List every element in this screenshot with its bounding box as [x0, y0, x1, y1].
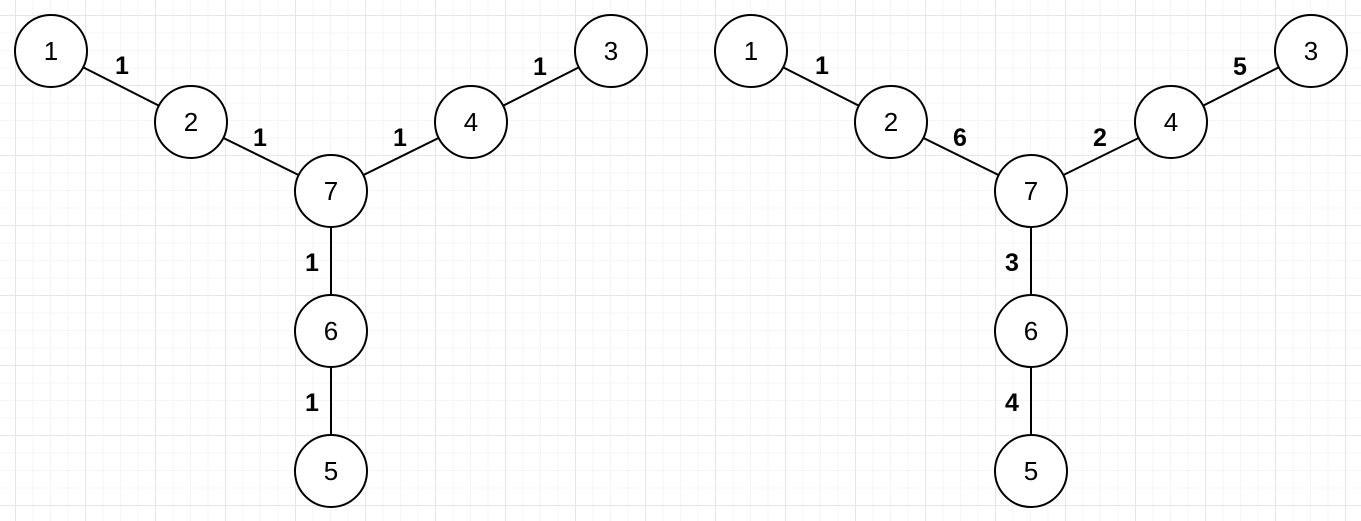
node-circle-2[interactable] — [154, 85, 228, 159]
graph-node-7[interactable]: 7 — [294, 154, 368, 228]
graph-node-7[interactable]: 7 — [994, 154, 1068, 228]
edge-weight-label-2-7[interactable]: 6 — [953, 124, 967, 152]
node-circle-5[interactable] — [994, 434, 1068, 508]
graph-node-2[interactable]: 2 — [154, 85, 228, 159]
node-circle-4[interactable] — [434, 85, 508, 159]
node-circle-7[interactable] — [994, 154, 1068, 228]
node-circle-7[interactable] — [294, 154, 368, 228]
edge-weight-label-4-3[interactable]: 5 — [1233, 53, 1247, 81]
graph-node-5[interactable]: 5 — [994, 434, 1068, 508]
edge-weight-label-6-5[interactable]: 1 — [305, 389, 319, 417]
graph-node-2[interactable]: 2 — [854, 85, 928, 159]
graph-node-6[interactable]: 6 — [994, 294, 1068, 368]
node-circle-1[interactable] — [14, 14, 88, 88]
node-circle-1[interactable] — [714, 14, 788, 88]
edge-weight-label-7-4[interactable]: 1 — [393, 124, 407, 152]
node-circle-3[interactable] — [1274, 14, 1348, 88]
node-circle-3[interactable] — [574, 14, 648, 88]
edge-weight-label-1-2[interactable]: 1 — [115, 52, 129, 80]
node-circle-2[interactable] — [854, 85, 928, 159]
edge-weight-label-7-6[interactable]: 1 — [305, 249, 319, 277]
graph-node-1[interactable]: 1 — [714, 14, 788, 88]
graph-node-6[interactable]: 6 — [294, 294, 368, 368]
edge-weight-label-7-4[interactable]: 2 — [1093, 124, 1107, 152]
graph-node-3[interactable]: 3 — [574, 14, 648, 88]
edge-weight-label-4-3[interactable]: 1 — [533, 53, 547, 81]
edge-weight-label-7-6[interactable]: 3 — [1005, 249, 1019, 277]
graph-node-4[interactable]: 4 — [434, 85, 508, 159]
graph-node-1[interactable]: 1 — [14, 14, 88, 88]
node-circle-5[interactable] — [294, 434, 368, 508]
node-circle-4[interactable] — [1134, 85, 1208, 159]
edge-weight-label-2-7[interactable]: 1 — [253, 124, 267, 152]
edge-weight-label-1-2[interactable]: 1 — [815, 52, 829, 80]
edge-weight-label-6-5[interactable]: 4 — [1005, 389, 1019, 417]
node-circle-6[interactable] — [994, 294, 1068, 368]
graph-node-3[interactable]: 3 — [1274, 14, 1348, 88]
graph-node-5[interactable]: 5 — [294, 434, 368, 508]
node-circle-6[interactable] — [294, 294, 368, 368]
graph-node-4[interactable]: 4 — [1134, 85, 1208, 159]
